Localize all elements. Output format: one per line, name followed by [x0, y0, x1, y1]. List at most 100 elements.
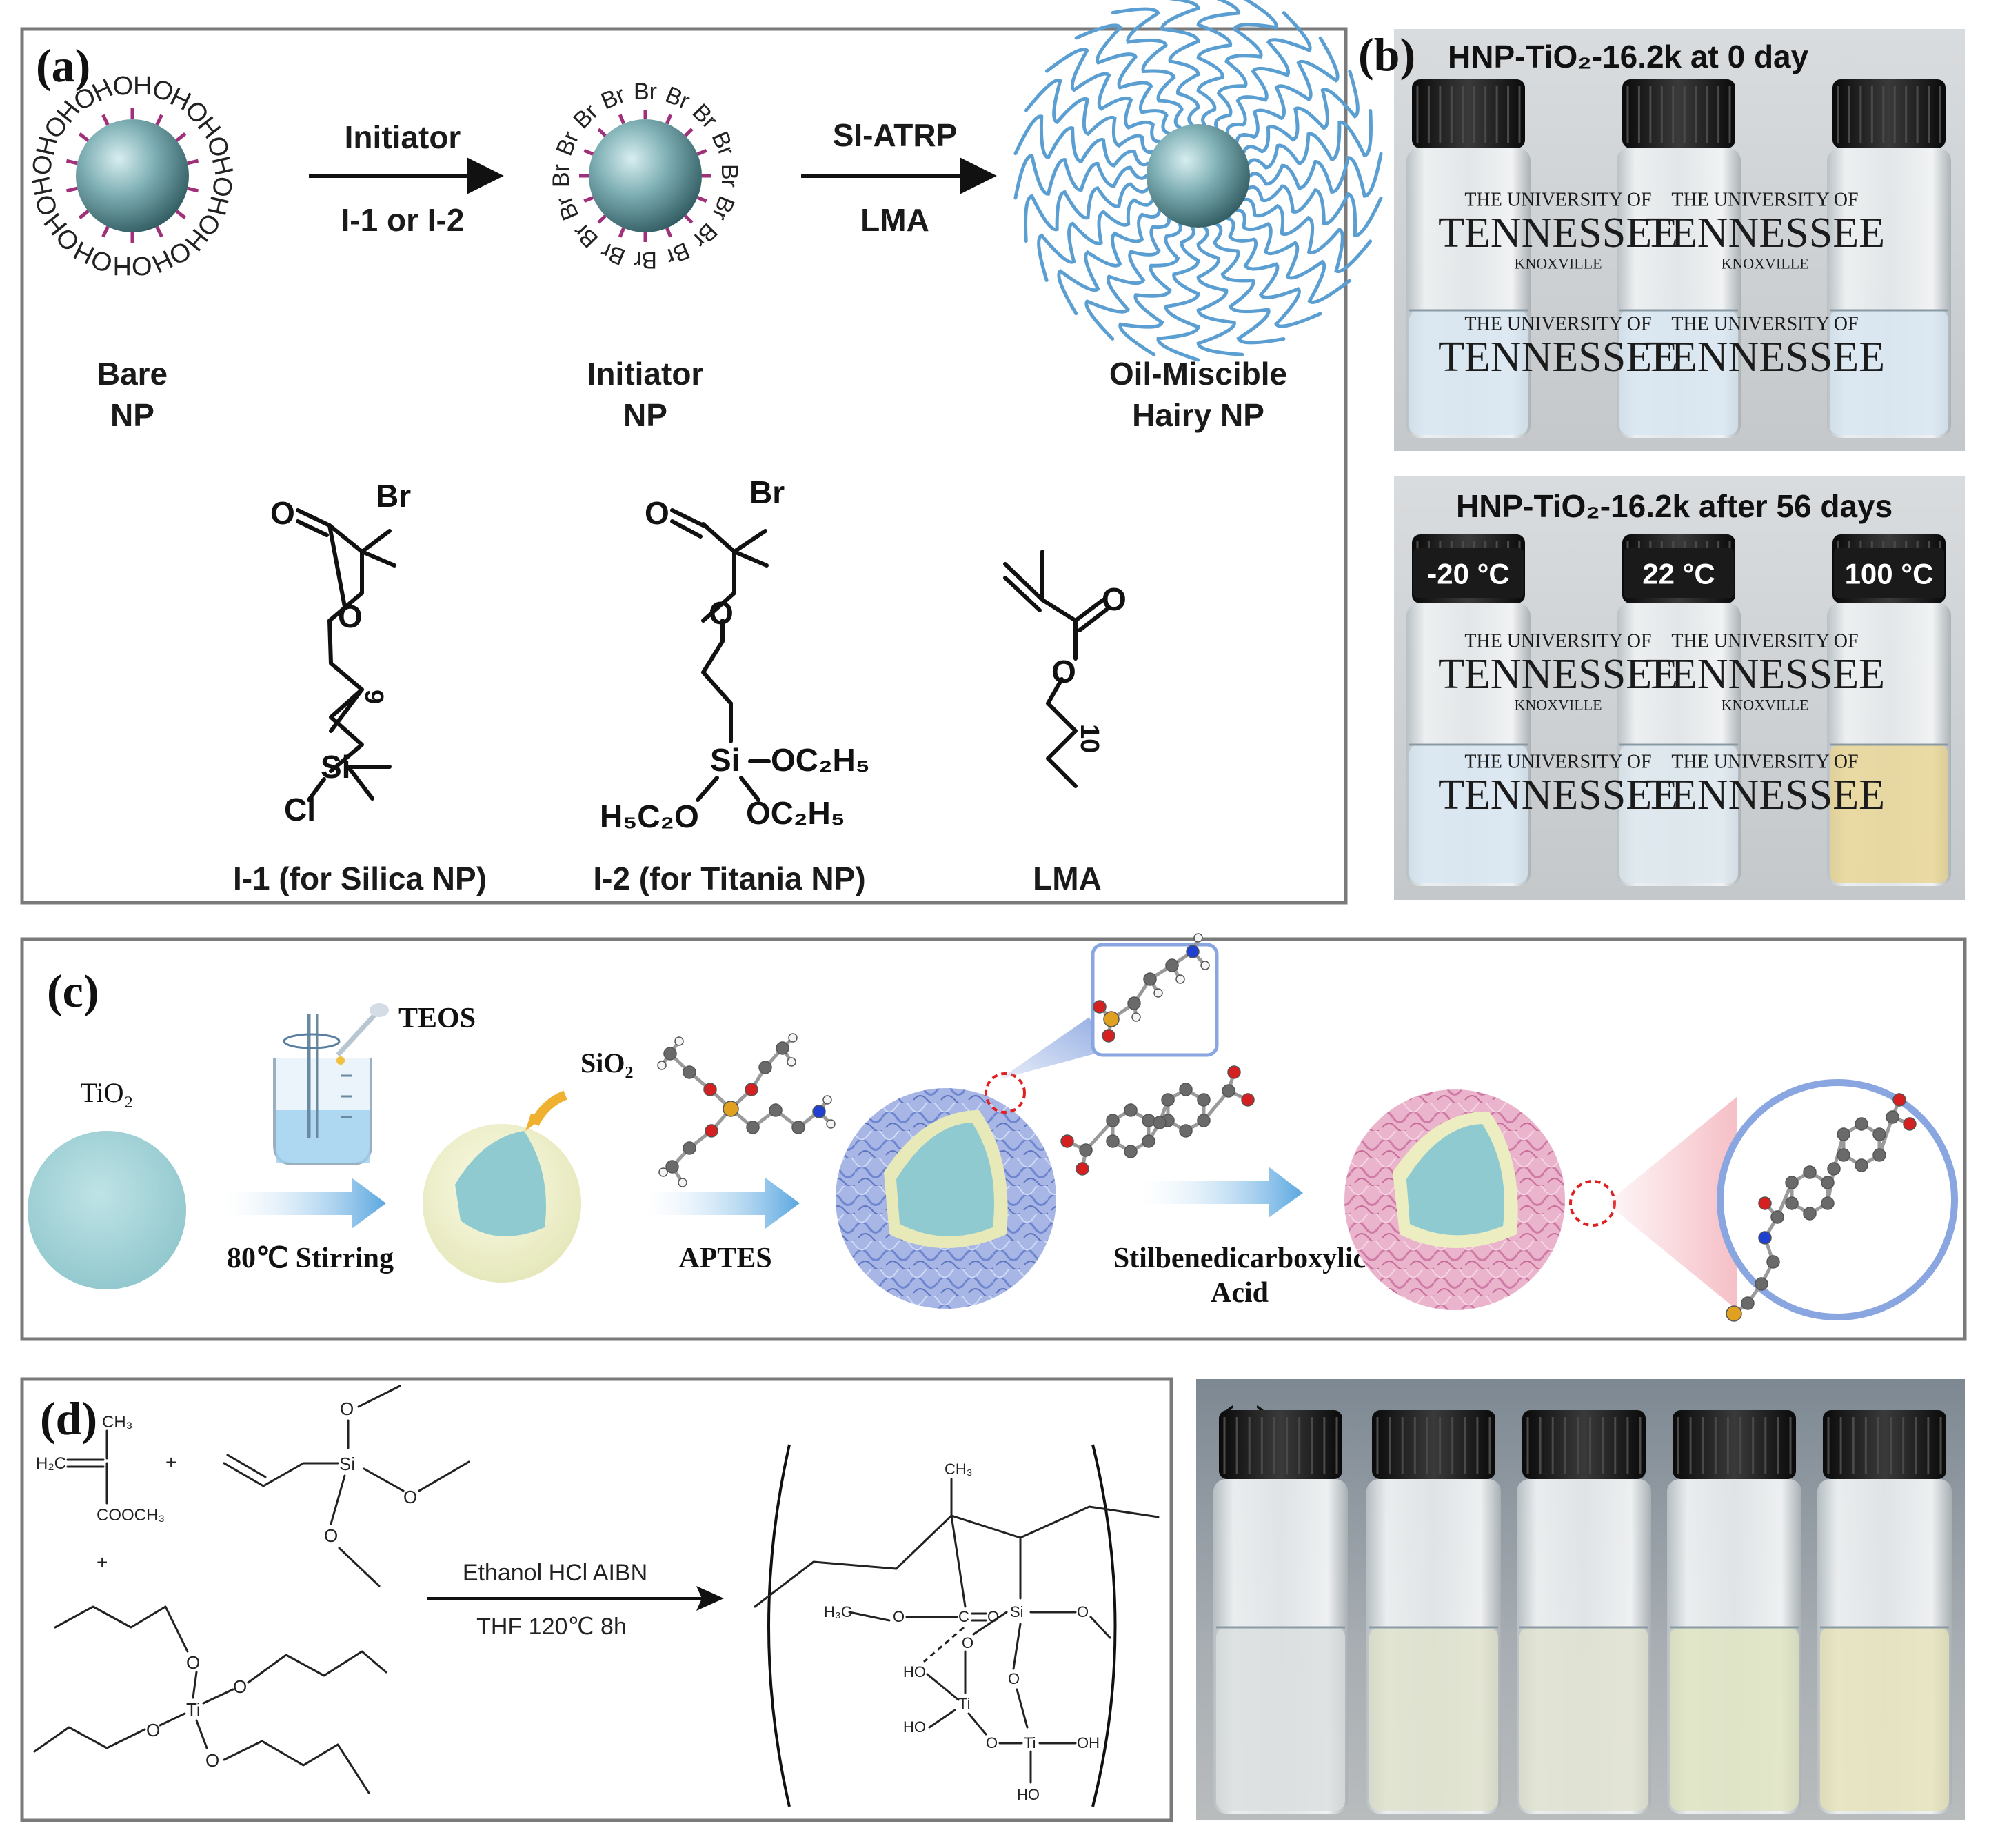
- aptes-atom: [746, 1121, 760, 1134]
- vial-liquid: [1216, 1627, 1345, 1811]
- br-group: Br: [548, 164, 574, 188]
- i2-o-ester: O: [709, 595, 734, 631]
- photo-b-bottom-title: HNP-TiO₂-16.2k after 56 days: [1456, 488, 1892, 524]
- i1-o-ester: O: [338, 599, 363, 634]
- polymer-hair: [1111, 7, 1184, 130]
- stilbene-atom: [1124, 1103, 1138, 1117]
- aptes-atom: [788, 1033, 798, 1043]
- vial-e-2: [1366, 1410, 1501, 1814]
- polymer-hair: [1235, 36, 1340, 143]
- product-oh: OH: [1077, 1734, 1100, 1751]
- aptes-atom: [658, 1167, 668, 1177]
- stilbene-atom: [1161, 1093, 1175, 1107]
- polymer-hair: [1196, 225, 1244, 356]
- stilbene-zoom-atom: [1855, 1117, 1868, 1131]
- polymer-hair: [1074, 23, 1171, 135]
- product-o-carbonyl: O: [987, 1608, 999, 1625]
- conditions-bottom: THF 120℃ 8h: [476, 1614, 627, 1640]
- aptes-zoom-atom: [1131, 1012, 1141, 1022]
- i1-si: Si: [321, 749, 350, 785]
- product-o-bridge-2: O: [1008, 1670, 1020, 1687]
- polymer-hair: [1037, 198, 1155, 282]
- stilbene-zoom-atom: [1837, 1127, 1850, 1141]
- aptes-atom: [776, 1041, 789, 1055]
- panel-d: (d) CH₃ H₂C COOCH₃ + Si O O O: [20, 1377, 1173, 1822]
- aptes-zoom-atom: [1193, 933, 1203, 943]
- product-ho-2: HO: [903, 1718, 926, 1736]
- vial-label-line1: THE UNIVERSITY OF: [1464, 190, 1651, 211]
- step1-label: 80℃ Stirring: [227, 1243, 394, 1274]
- aptes-zoom-atom: [1102, 1029, 1115, 1043]
- i2-o-carbonyl: O: [645, 495, 669, 531]
- bare-np-caption-1: Bare: [97, 356, 168, 392]
- vial-e-5: [1817, 1410, 1952, 1814]
- aptes-atom: [663, 1047, 677, 1061]
- product-o-right: O: [1077, 1603, 1089, 1620]
- aptes-atom: [683, 1141, 696, 1155]
- lma-o-carbonyl: O: [1102, 581, 1127, 617]
- polymer-hair: [1013, 114, 1150, 168]
- product-ch3: CH₃: [945, 1460, 973, 1478]
- aptes-atom: [674, 1036, 684, 1046]
- aptes-particle-core: [896, 1123, 994, 1236]
- arrow1-top-label: Initiator: [345, 119, 461, 155]
- vial-label-line1: THE UNIVERSITY OF: [1464, 752, 1651, 773]
- stilbene-atom: [1142, 1134, 1155, 1148]
- aptes-atom: [791, 1121, 805, 1134]
- polymer-hair: [1084, 217, 1171, 341]
- hybrid-polymer-product: CH₃ H₃C O C O Si O O HO Ti O HO: [754, 1444, 1160, 1807]
- polymer-hair: [1226, 217, 1322, 328]
- vial-b-top-1: [1406, 79, 1531, 438]
- aptes-zoom-box: [1091, 943, 1219, 1057]
- oh-group: OH: [113, 251, 152, 280]
- hairy-np: [1013, 0, 1383, 362]
- product-c: C: [958, 1608, 969, 1625]
- oh-group: OH: [113, 72, 152, 101]
- vial-liquid: [1619, 745, 1738, 883]
- bracket-right: [1091, 1444, 1117, 1807]
- tbt-monomer: O Ti O O O: [33, 1605, 387, 1794]
- stilbene-atom: [1124, 1145, 1138, 1158]
- panel-c: (c) TiO₂ 80℃ Stirring TEOS SiO₂: [20, 933, 1967, 1341]
- bare-np-caption-2: NP: [110, 397, 154, 433]
- aptes-atom: [745, 1083, 758, 1096]
- vial-liquid: [1409, 745, 1528, 883]
- stilbene-zoom-atom: [1758, 1196, 1772, 1210]
- aptes-atom: [769, 1103, 783, 1117]
- vial-liquid: [1519, 1627, 1648, 1811]
- vtms-o-bottom: O: [324, 1525, 338, 1546]
- br-group: Br: [634, 79, 657, 105]
- panel-c-label: (c): [47, 965, 99, 1017]
- vial-label-line2: TENNESSEE: [1438, 210, 1678, 257]
- stilbene-atom: [1106, 1134, 1120, 1148]
- vial-label-line1: THE UNIVERSITY OF: [1464, 631, 1651, 652]
- vial-label-line3: KNOXVILLE: [1721, 255, 1808, 272]
- stilbene-zoom-atom: [1803, 1165, 1817, 1179]
- aptes-zoom-molecule: [1093, 933, 1210, 1043]
- lma-caption: LMA: [1033, 861, 1102, 896]
- stilbene-atom: [1179, 1124, 1193, 1138]
- tbt-o-4: O: [205, 1750, 219, 1771]
- stilbene-atom: [1060, 1134, 1074, 1148]
- tbt-o-2: O: [233, 1676, 247, 1697]
- initiator-np-core: [589, 119, 702, 232]
- photo-b-top-title: HNP-TiO₂-16.2k at 0 day: [1448, 39, 1809, 74]
- plus-1: +: [165, 1452, 176, 1473]
- step3-label-2: Acid: [1211, 1277, 1269, 1309]
- i1-cl: Cl: [284, 792, 316, 827]
- vial-label-line1: THE UNIVERSITY OF: [1671, 752, 1858, 773]
- aptes-zoom-atom: [1153, 988, 1163, 998]
- hairy-np-core: [1147, 124, 1250, 228]
- aptes-zoom-atom: [1127, 996, 1141, 1010]
- stilbene-zoom-atom: [1872, 1127, 1886, 1141]
- aptes-atom: [678, 1178, 687, 1187]
- bracket-left: [767, 1444, 791, 1807]
- aptes-zoom-atom: [1200, 961, 1210, 970]
- aptes-atom: [787, 1057, 796, 1067]
- vial-b-top-2: [1617, 79, 1741, 438]
- vial-label-line2: TENNESSEE: [1438, 772, 1678, 818]
- i1-subscript-9: 9: [359, 690, 388, 704]
- vial-e-1: [1213, 1410, 1348, 1814]
- product-o-bridge-1: O: [962, 1634, 973, 1651]
